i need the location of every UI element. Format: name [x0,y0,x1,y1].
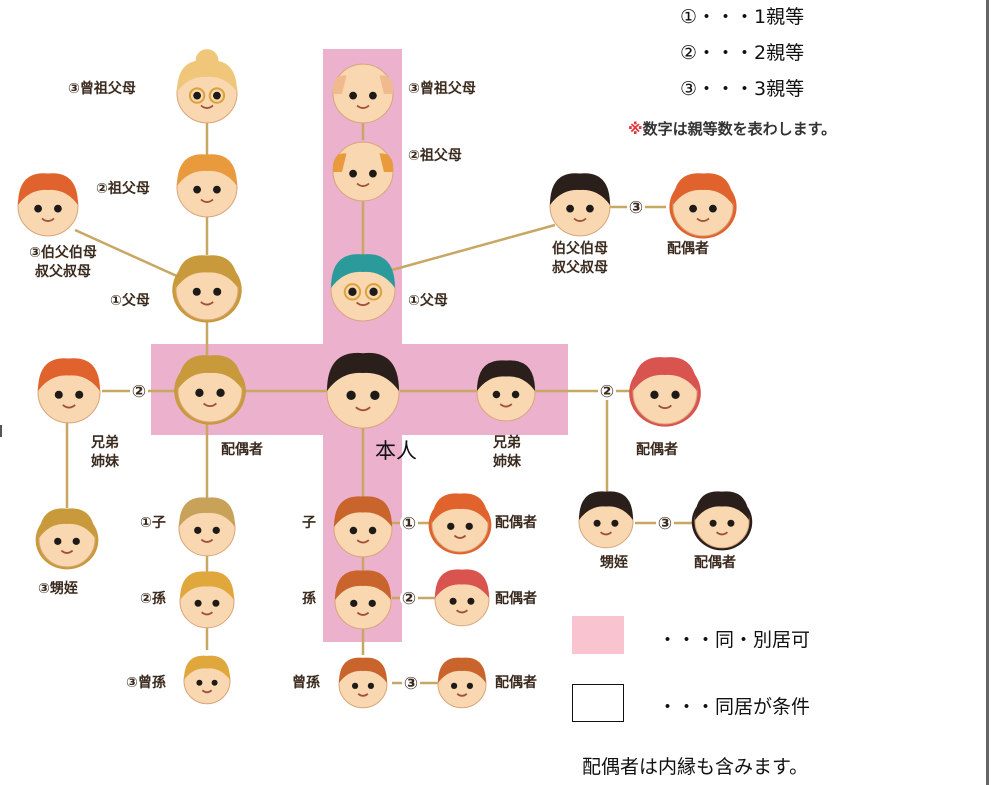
face-parent-left [172,255,242,323]
label-gc-spouse: 配偶者 [495,591,537,607]
footer-note: 配偶者は内縁も含みます。 [582,756,809,778]
label-sibling-right: 兄弟 姉妹 [482,434,532,472]
left-edge-mark [0,425,6,437]
label-gp-left: ②祖父母 [96,181,150,197]
label-sibling-right-2: 姉妹 [493,454,521,470]
label-parent-left: ①父母 [110,293,150,309]
mark-bg-m_gc [400,589,418,607]
face-child-spouse [428,493,492,555]
label-uncle-right: 伯父伯母 叔父叔母 [535,240,625,278]
legend-degree-1: ①・・・1親等 [680,6,805,28]
face-ggc-center [338,657,388,709]
face-sibling-spouse [629,357,701,427]
face-parent-center [330,254,396,322]
label-gp-center: ②祖父母 [408,148,462,164]
mark-bg-m_child [400,514,418,532]
face-ggp-center [332,63,394,124]
label-ggp-left: ③曾祖父母 [68,81,136,97]
mark-m_child: ① [402,514,416,534]
face-child-left [178,497,236,557]
face-self [326,352,400,429]
face-nephew-spouse [691,491,753,551]
mark-bg-m_sib_r [598,382,616,400]
label-gc-center: 孫 [302,591,316,607]
mark-m_gc: ② [402,589,416,609]
label-sibling-left-1: 兄弟 [91,435,119,451]
right-border [986,0,989,785]
mark-bg-m_sib [130,382,148,400]
label-sibling-left-2: 姉妹 [91,454,119,470]
face-nephew-left [35,508,99,570]
face-gc-left [179,571,235,629]
face-gc-center [334,570,392,630]
mark-bg-m_ggc [402,674,420,692]
face-uncle-right [549,173,611,237]
faces [17,49,753,709]
label-uncle-left-2: 叔父叔母 [35,264,91,280]
face-child-center [333,496,393,558]
legend-degree-2: ②・・・2親等 [680,42,805,64]
mark-m_ggc: ③ [404,674,418,694]
label-uncle-left: ③伯父伯母 叔父叔母 [8,244,118,282]
label-ggp-center: ③曾祖父母 [408,81,476,97]
label-ggc-left: ③曾孫 [126,675,166,691]
legend-white-swatch [572,684,624,722]
legend-note: ※数字は親等数を表わします。 [628,118,836,139]
face-gp-center [332,141,394,202]
label-sibling-right-1: 兄弟 [493,435,521,451]
legend-white-text: ・・・同居が条件 [658,696,811,718]
link-marks: ③ ② ② ③ ① ② ③ [130,198,674,694]
face-uncle-left [17,173,79,237]
legend-pink-swatch [572,616,624,654]
label-child-center: 子 [302,515,316,531]
label-ggc-spouse: 配偶者 [495,675,537,691]
mark-bg-m_nephew [656,514,674,532]
label-child-spouse: 配偶者 [495,515,537,531]
note-text: 数字は親等数を表わします。 [642,120,837,138]
mark-m_sib: ② [132,382,146,402]
line-parent-uncle-right [391,223,556,272]
label-gc-left: ②孫 [140,591,166,607]
label-parent-center: ①父母 [408,293,448,309]
label-sibling-left: 兄弟 姉妹 [80,434,130,472]
mark-bg-m_uncle [627,198,645,216]
label-child-left: ①子 [140,515,166,531]
note-mark: ※ [628,120,643,138]
label-uncle-right-1: 伯父伯母 [552,241,608,257]
label-nephew-spouse: 配偶者 [694,555,736,571]
mark-m_uncle: ③ [629,198,643,218]
face-uncle-spouse [669,173,737,239]
label-uncle-spouse: 配偶者 [667,241,709,257]
face-spouse [174,355,246,425]
label-ggc-center: 曾孫 [292,675,320,691]
face-sibling-right [476,360,536,422]
label-uncle-right-2: 叔父叔母 [552,260,608,276]
legend-degree-3: ③・・・3親等 [680,78,805,100]
label-sibling-spouse: 配偶者 [636,442,678,458]
label-nephew-right: 甥姪 [600,555,628,571]
label-self: 本人 [375,439,417,463]
face-ggc-left [183,655,231,705]
mark-m_sib_r: ② [600,382,614,402]
label-spouse: 配偶者 [221,442,263,458]
label-uncle-left-1: ③伯父伯母 [29,245,97,261]
face-ggc-spouse [437,657,487,709]
mark-m_nephew: ③ [658,514,672,534]
face-sibling-left [37,358,101,424]
face-gp-left [176,154,238,218]
label-nephew-left: ③甥姪 [38,581,78,597]
legend-pink-text: ・・・同・別居可 [658,629,811,651]
face-nephew-right [578,491,634,549]
face-ggp-left [176,49,238,124]
line-uncle-left [74,228,191,284]
face-gc-spouse [434,569,490,627]
